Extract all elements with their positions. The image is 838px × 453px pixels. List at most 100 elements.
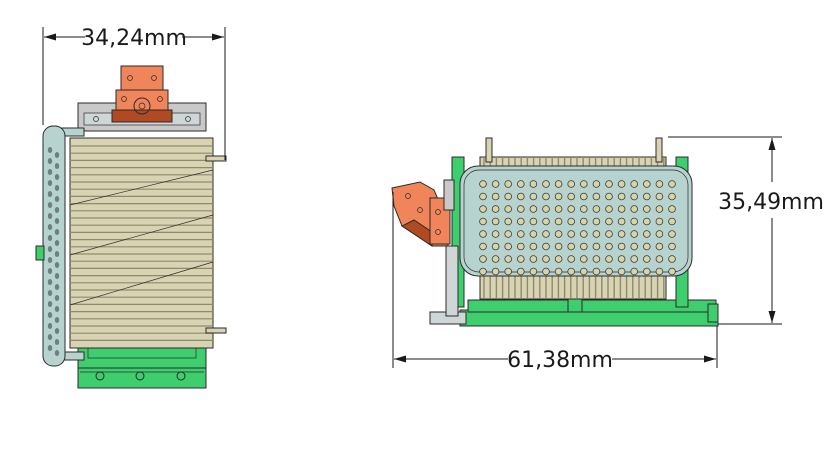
cage-hole: [542, 192, 550, 201]
cage-hole: [54, 339, 60, 345]
cage-hole: [642, 242, 651, 251]
dimension-length-side: 61,38mm: [392, 192, 718, 373]
cage-hole: [491, 205, 500, 213]
cage-hole: [529, 192, 538, 201]
cage-hole: [54, 295, 60, 301]
cage-hole: [579, 242, 588, 251]
cage-hole: [630, 255, 638, 263]
front-connector: [111, 65, 173, 123]
cage-hole: [554, 242, 563, 251]
cage-hole: [54, 350, 60, 356]
side-view: 35,49mm 61,38mm: [391, 136, 824, 373]
cage-hole: [47, 279, 53, 285]
cage-hole: [529, 242, 538, 251]
side-cage: [459, 165, 693, 277]
cage-hole: [655, 255, 664, 263]
cage-hole: [554, 205, 563, 213]
cage-hole: [668, 205, 676, 213]
cage-hole: [617, 192, 626, 201]
cage-hole: [617, 205, 626, 213]
cage-hole: [592, 230, 601, 238]
cage-hole: [579, 192, 588, 201]
cage-hole: [668, 242, 676, 251]
cage-hole: [605, 217, 613, 226]
cage-hole: [479, 230, 487, 238]
cage-hole: [592, 205, 601, 213]
cage-hole: [47, 202, 53, 208]
cage-hole: [529, 255, 538, 263]
cage-hole: [630, 217, 638, 226]
cage-hole: [617, 180, 626, 188]
cage-hole: [47, 191, 53, 197]
cage-hole: [491, 180, 500, 188]
cage-hole: [630, 267, 638, 276]
cage-hole: [47, 301, 53, 307]
cage-hole: [542, 205, 550, 213]
side-connector: [391, 179, 455, 247]
cage-hole: [516, 180, 525, 188]
cage-hole: [529, 230, 538, 238]
cage-hole: [655, 230, 664, 238]
cage-hole: [630, 242, 638, 251]
cage-hole: [542, 230, 550, 238]
cage-hole: [54, 185, 60, 191]
cage-hole: [642, 217, 651, 226]
cage-hole: [54, 218, 60, 224]
cage-hole: [554, 255, 563, 263]
cage-hole: [54, 328, 60, 334]
cage-hole: [567, 180, 575, 188]
cage-hole: [54, 317, 60, 323]
cage-hole: [529, 180, 538, 188]
cage-hole: [617, 255, 626, 263]
cage-hole: [491, 267, 500, 276]
cage-hole: [642, 205, 651, 213]
cage-hole: [54, 196, 60, 202]
cage-hole: [592, 192, 601, 201]
cage-hole: [592, 180, 601, 188]
cage-hole: [542, 217, 550, 226]
cage-hole: [47, 224, 53, 230]
cage-hole: [567, 217, 575, 226]
cage-hole: [47, 257, 53, 263]
cage-hole: [617, 217, 626, 226]
cage-hole: [605, 267, 613, 276]
cage-hole: [655, 242, 664, 251]
cage-hole: [579, 180, 588, 188]
cage-hole: [655, 267, 664, 276]
cage-hole: [567, 242, 575, 251]
cage-hole: [630, 230, 638, 238]
cage-hole: [579, 205, 588, 213]
cage-hole: [630, 205, 638, 213]
cage-hole: [491, 217, 500, 226]
cage-hole: [668, 217, 676, 226]
cage-hole: [47, 334, 53, 340]
cage-hole: [554, 192, 563, 201]
front-coil: [69, 137, 214, 349]
cage-hole: [630, 180, 638, 188]
cage-hole: [554, 267, 563, 276]
cage-hole: [504, 255, 513, 263]
cage-hole: [554, 180, 563, 188]
cage-hole: [47, 158, 53, 164]
cage-hole: [54, 207, 60, 213]
cage-hole: [642, 180, 651, 188]
cage-hole: [516, 267, 525, 276]
dimension-label-height: 35,49mm: [718, 190, 824, 215]
cage-hole: [54, 284, 60, 290]
cage-hole: [54, 174, 60, 180]
cage-hole: [642, 230, 651, 238]
cage-hole: [47, 290, 53, 296]
cage-hole: [504, 217, 513, 226]
cage-hole: [516, 242, 525, 251]
cage-hole: [642, 255, 651, 263]
cage-hole: [592, 255, 601, 263]
cage-hole: [655, 192, 664, 201]
cage-hole: [54, 229, 60, 235]
cage-hole: [47, 323, 53, 329]
cage-hole: [529, 217, 538, 226]
cage-hole: [54, 152, 60, 158]
cage-hole: [504, 180, 513, 188]
cage-hole: [54, 163, 60, 169]
cage-hole: [605, 192, 613, 201]
cage-hole: [567, 230, 575, 238]
